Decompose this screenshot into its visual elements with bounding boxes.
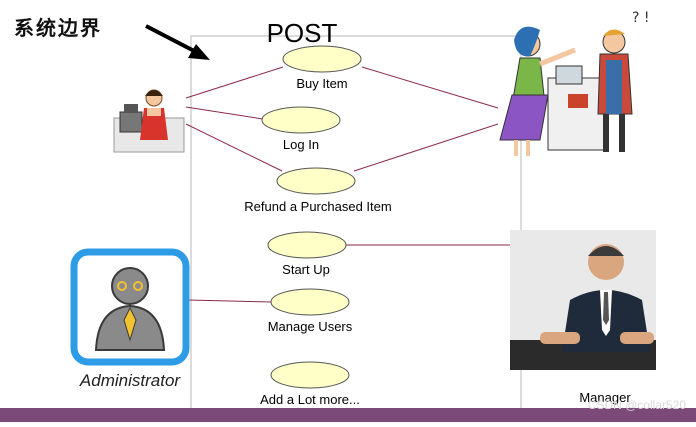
system-boundary xyxy=(190,35,522,423)
use-case-manage-users xyxy=(270,288,350,316)
administrator-label: Administrator xyxy=(79,371,181,390)
association-admin-manage xyxy=(187,299,273,303)
footer-bar xyxy=(0,408,696,422)
use-case-label-startup: Start Up xyxy=(282,262,330,277)
association-customer-refund xyxy=(353,123,499,172)
use-case-start-up xyxy=(267,231,347,259)
administrator-actor-icon xyxy=(70,248,190,366)
use-case-label-addlot: Add a Lot more... xyxy=(260,392,360,407)
system-boundary-label: 系统边界 xyxy=(14,16,102,40)
watermark: CSDN @collar520 xyxy=(587,398,686,412)
association-customer-buy xyxy=(361,66,499,109)
use-case-add-lot xyxy=(270,361,350,389)
cashier-actor-icon xyxy=(113,89,185,153)
use-case-label-manage: Manage Users xyxy=(268,319,353,334)
system-title: POST xyxy=(267,18,338,48)
use-case-label-refund: Refund a Purchased Item xyxy=(244,199,391,214)
use-case-log-in xyxy=(261,106,341,134)
svg-text:? !: ? ! xyxy=(632,10,650,26)
arrow-icon xyxy=(145,24,210,60)
association-cashier-buy xyxy=(185,66,284,99)
association-cashier-refund xyxy=(185,123,283,172)
association-cashier-login xyxy=(185,106,264,120)
use-case-buy-item xyxy=(282,45,362,73)
manager-label: Manager xyxy=(579,390,631,405)
use-case-refund xyxy=(276,167,356,195)
manager-actor-icon xyxy=(510,230,656,370)
association-lines xyxy=(185,66,512,303)
customer-actor-icon: ? ! xyxy=(499,10,650,156)
use-case-label-login: Log In xyxy=(283,137,319,152)
use-case-label-buy: Buy Item xyxy=(296,76,347,91)
